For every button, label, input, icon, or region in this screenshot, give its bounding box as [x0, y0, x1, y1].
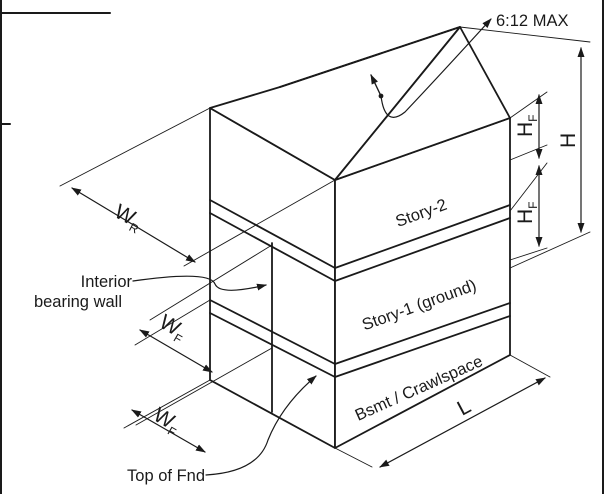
leader-top-of-fnd: [205, 375, 317, 476]
floor-width-symbol-lower: WF: [148, 403, 185, 439]
building-roof: [209, 26, 511, 181]
dimension-floor-width-lower: [131, 409, 206, 453]
roof-width-symbol: WR: [109, 200, 147, 236]
floor-height-symbol-lower: HF: [514, 201, 540, 224]
leader-interior-wall: [132, 275, 267, 291]
length-label: L: [454, 395, 475, 421]
interior-wall-label-line2: bearing wall: [34, 293, 122, 311]
roof-slope-arrow: [370, 18, 492, 118]
dimension-floor-width-upper: [139, 329, 213, 373]
dimension-length: [379, 377, 546, 468]
dimension-roof-width: [71, 187, 196, 263]
roof-pitch-label: 6:12 MAX: [496, 12, 568, 30]
floor-height-symbol-upper: HF: [514, 114, 540, 137]
top-of-fnd-label: Top of Fnd: [127, 467, 205, 485]
interior-wall-label-line1: Interior: [81, 273, 133, 291]
total-height-label: H: [557, 133, 580, 148]
